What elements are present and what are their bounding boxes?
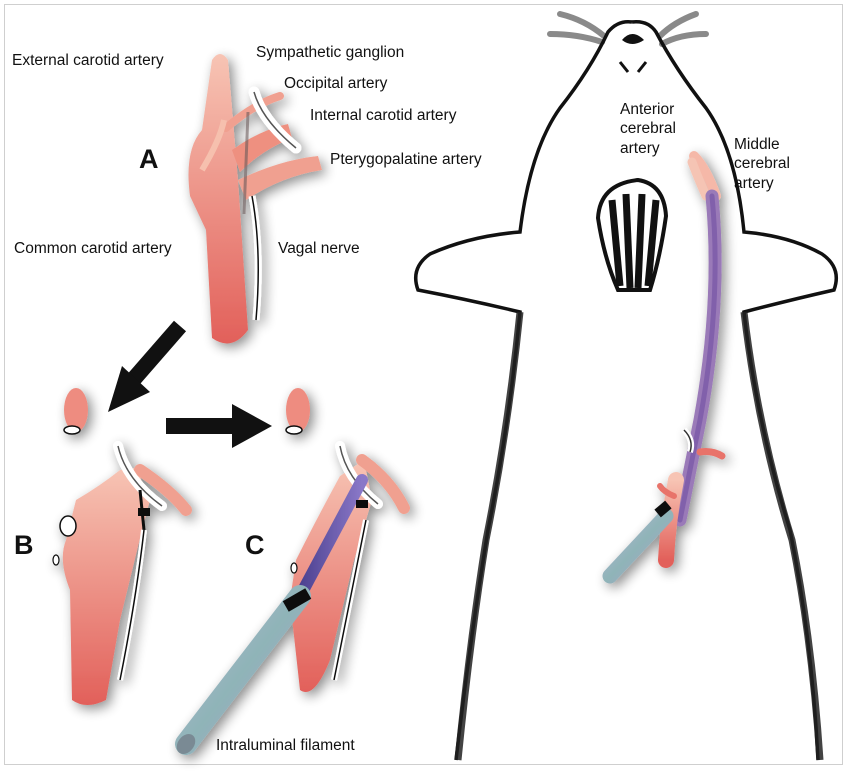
arrow-b-to-c xyxy=(166,404,272,448)
nose xyxy=(622,34,644,44)
label-sympathetic-ganglion: Sympathetic ganglion xyxy=(256,44,404,62)
panel-label-c: C xyxy=(245,532,265,559)
rat-tube xyxy=(610,516,666,576)
panel-label-b: B xyxy=(14,532,34,559)
panel-a-vessels xyxy=(189,54,323,343)
arrow-a-to-b xyxy=(108,326,180,412)
teeth xyxy=(598,180,666,290)
panel-c-vessels xyxy=(173,388,404,758)
label-external-carotid-artery: External carotid artery xyxy=(12,52,164,70)
label-common-carotid-artery: Common carotid artery xyxy=(14,240,172,258)
label-internal-carotid-artery: Internal carotid artery xyxy=(310,107,456,125)
panel-label-a: A xyxy=(139,146,159,173)
label-middle-cerebral-artery: Middle cerebral artery xyxy=(734,135,814,193)
label-anterior-cerebral-artery: Anterior cerebral artery xyxy=(620,100,708,158)
label-intraluminal-filament: Intraluminal filament xyxy=(216,737,355,755)
label-vagal-nerve: Vagal nerve xyxy=(278,240,360,258)
rat-outline xyxy=(416,22,632,760)
label-occipital-artery: Occipital artery xyxy=(284,75,387,93)
label-pterygopalatine-artery: Pterygopalatine artery xyxy=(330,151,482,169)
panel-b-vessels xyxy=(53,388,186,705)
